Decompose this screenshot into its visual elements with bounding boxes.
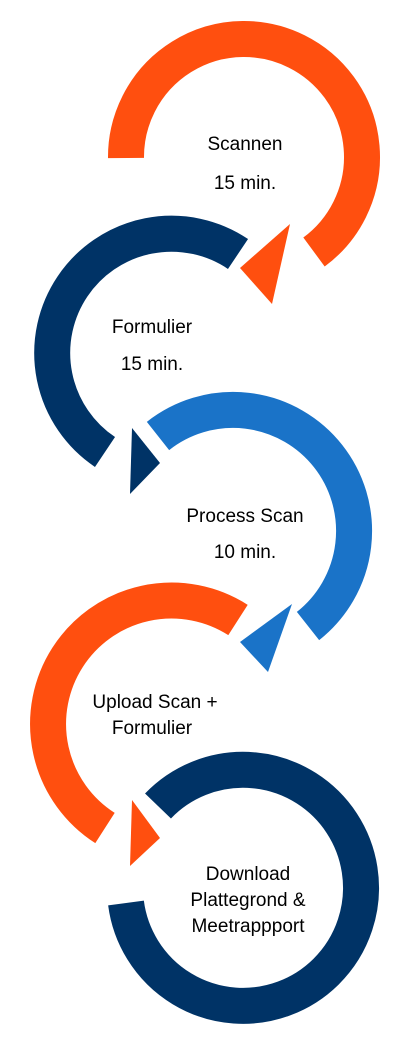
curved-arrow-icon [107, 21, 380, 304]
step-label-line-2: Formulier [112, 718, 193, 739]
step-process-scan: Process Scan 10 min. [146, 391, 373, 672]
step-upload-scan: Upload Scan + Formulier [30, 582, 248, 866]
ring-arc-icon [108, 751, 379, 1024]
step-duration: 15 min. [121, 354, 183, 375]
step-label-line-3: Meetrappport [191, 916, 305, 937]
curved-arrow-icon [30, 582, 248, 866]
curved-arrow-icon [34, 215, 249, 494]
step-label-line-2: Plattegrond & [190, 890, 305, 911]
step-download: Download Plattegrond & Meetrappport [108, 751, 379, 1024]
step-label: Scannen [207, 134, 282, 155]
step-duration: 15 min. [214, 173, 276, 194]
step-label: Formulier [112, 317, 193, 338]
step-scannen: Scannen 15 min. [107, 21, 380, 304]
step-formulier: Formulier 15 min. [34, 215, 249, 494]
step-label: Process Scan [186, 506, 303, 527]
curved-arrow-icon [146, 391, 373, 672]
step-duration: 10 min. [214, 542, 276, 563]
step-label: Upload Scan + [92, 692, 217, 713]
step-label: Download [206, 864, 291, 885]
